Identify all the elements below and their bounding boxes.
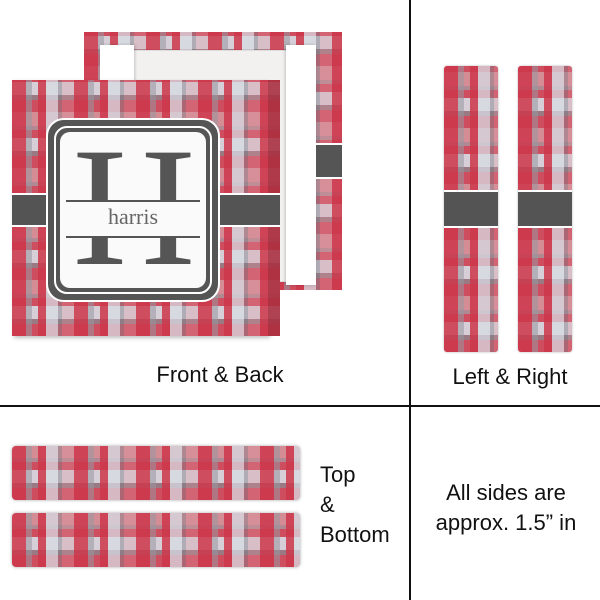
dimension-note-line2: approx. 1.5” in <box>435 510 577 535</box>
top-bottom-label-line1: Top <box>320 462 356 487</box>
monogram-name-strip: harris <box>66 200 200 238</box>
right-side-strip <box>518 66 572 352</box>
top-bottom-label: Top & Bottom <box>320 460 390 550</box>
vertical-divider <box>409 0 411 600</box>
front-canvas-image: H harris <box>12 80 280 336</box>
front-back-label: Front & Back <box>156 362 284 387</box>
bottom-side-strip <box>12 513 300 567</box>
top-bottom-label-line3: Bottom <box>320 522 390 547</box>
monogram-name: harris <box>107 204 159 229</box>
top-bottom-label-line2: & <box>320 492 335 517</box>
horizontal-divider <box>0 405 600 407</box>
left-side-band <box>444 190 498 228</box>
monogram-inner-border: H harris <box>54 126 212 294</box>
monogram-frame: H harris <box>46 118 220 302</box>
monogram-face: H harris <box>60 132 206 288</box>
top-side-strip <box>12 446 300 500</box>
left-right-label: Left & Right <box>452 364 568 389</box>
dimension-note-line1: All sides are <box>446 480 566 505</box>
back-canvas-band <box>316 143 342 179</box>
left-side-strip <box>444 66 498 352</box>
right-side-band <box>518 190 572 228</box>
back-canvas-flap-right <box>286 45 316 285</box>
dimension-note: All sides are approx. 1.5” in <box>412 478 600 538</box>
